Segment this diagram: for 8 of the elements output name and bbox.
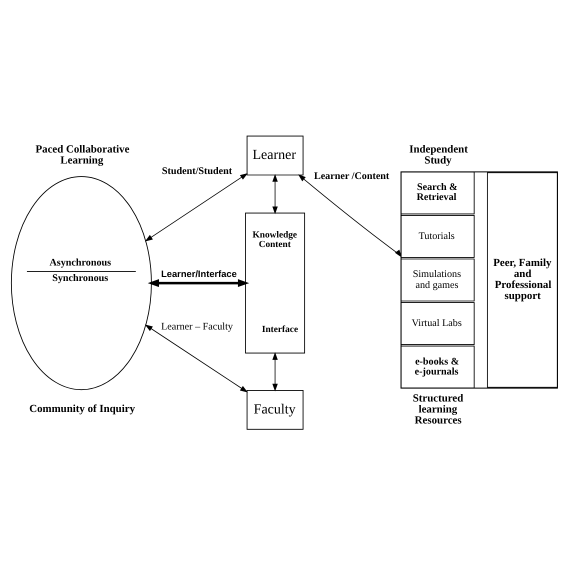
label: Independent Study [409,143,468,166]
label: Community of Inquiry [29,402,136,414]
edge-label: Student/Student [162,165,232,176]
edge-label: Learner/Interface [161,268,237,278]
label: Paced Collaborative Learning [35,143,130,166]
label: Structured learning Resources [412,392,464,426]
edge-label: Learner – Faculty [161,320,233,332]
edge-label: Learner /Content [314,170,390,182]
